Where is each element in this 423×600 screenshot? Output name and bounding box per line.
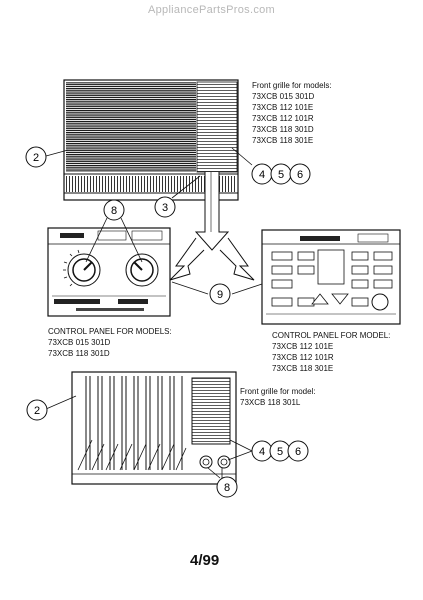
svg-text:8: 8 [111,205,117,217]
right-panel-label: CONTROL PANEL FOR MODEL: 73XCB 112 101E … [272,330,390,374]
top-front-grille [63,79,239,251]
svg-text:3: 3 [162,202,168,214]
left-control-panel [47,227,171,317]
watermark: AppliancePartsPros.com [147,4,276,16]
callout-5-top: 5 [270,163,292,185]
top-grille-model: 73XCB 118 301D [252,125,314,134]
left-panel-label: CONTROL PANEL FOR MODELS: 73XCB 015 301D… [48,326,172,359]
svg-text:2: 2 [34,405,40,417]
svg-text:5: 5 [277,446,283,458]
top-grille-label: Front grille for models: 73XCB 015 301D … [252,80,332,146]
callout-2-top: 2 [25,146,47,168]
svg-text:9: 9 [217,289,223,301]
bottom-front-grille [71,371,237,485]
svg-text:5: 5 [278,169,284,181]
right-control-panel [261,229,401,325]
svg-text:4: 4 [259,169,265,181]
svg-text:8: 8 [224,482,230,494]
top-grille-model: 73XCB 015 301D [252,92,315,101]
leader-lines [45,147,263,479]
callout-6-top: 6 [289,163,311,185]
svg-text:6: 6 [297,169,303,181]
callout-8-top: 8 [103,199,125,221]
right-panel-model: 73XCB 112 101E [272,342,334,351]
callout-5-bottom: 5 [269,440,291,462]
svg-text:2: 2 [33,152,39,164]
callout-6-bottom: 6 [287,440,309,462]
top-grille-model: 73XCB 112 101R [252,114,314,123]
svg-text:6: 6 [295,446,301,458]
bottom-grille-label: Front grille for model: 73XCB 118 301L [240,386,316,408]
bottom-grille-heading: Front grille for model: [240,387,316,396]
right-panel-model: 73XCB 118 301E [272,364,334,373]
bottom-grille-model: 73XCB 118 301L [240,398,301,407]
callout-8-bottom: 8 [216,476,238,498]
right-panel-model: 73XCB 112 101R [272,353,334,362]
top-grille-heading: Front grille for models: [252,81,332,90]
callout-4-top: 4 [251,163,273,185]
left-panel-model: 73XCB 015 301D [48,338,111,347]
left-panel-heading: CONTROL PANEL FOR MODELS: [48,327,172,336]
callout-2-bottom: 2 [26,399,48,421]
top-grille-model: 73XCB 112 101E [252,103,314,112]
left-panel-model: 73XCB 118 301D [48,349,110,358]
callout-4-bottom: 4 [251,440,273,462]
callout-9: 9 [209,283,231,305]
right-panel-heading: CONTROL PANEL FOR MODEL: [272,331,391,340]
callout-3: 3 [154,196,176,218]
page-number: 4/99 [190,552,220,569]
top-grille-model: 73XCB 118 301E [252,136,314,145]
svg-text:4: 4 [259,446,265,458]
